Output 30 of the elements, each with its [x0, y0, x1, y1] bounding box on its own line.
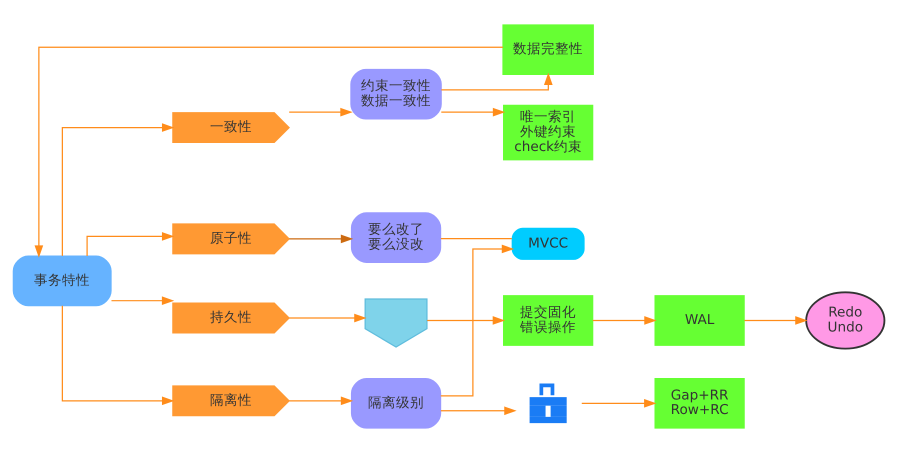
arrow [34, 46, 503, 258]
arrow [289, 314, 367, 322]
node-box: Gap+RR Row+RC [654, 378, 745, 429]
node-picture [364, 298, 428, 348]
arrow [441, 108, 506, 116]
arrow [440, 406, 517, 416]
arrow [62, 123, 174, 256]
node-ellipse: Redo Undo [805, 291, 886, 350]
node-box: 唯一索引 外键约束 check约束 [503, 104, 594, 160]
node-box: 要么改了 要么没改 [350, 212, 442, 263]
node-box: WAL [654, 295, 745, 346]
node-box: 提交固化 错误操作 [503, 295, 594, 346]
arrow [427, 316, 506, 325]
arrow [289, 108, 353, 116]
arrow [289, 396, 354, 406]
arrow [582, 398, 656, 408]
arrow [744, 316, 808, 325]
arrow [592, 316, 657, 325]
arrow [441, 72, 553, 90]
arrow [289, 234, 354, 244]
node-box: 约束一致性 数据一致性 [350, 68, 442, 120]
connector [440, 238, 512, 240]
node-box: 数据完整性 [502, 24, 594, 76]
node-box: 隔离级别 [350, 378, 442, 429]
arrow [62, 306, 174, 406]
arrow [86, 232, 174, 256]
arrow [440, 244, 514, 397]
node-box: 事务特性 [12, 256, 112, 306]
arrow [111, 296, 174, 306]
node-box: MVCC [512, 228, 585, 260]
